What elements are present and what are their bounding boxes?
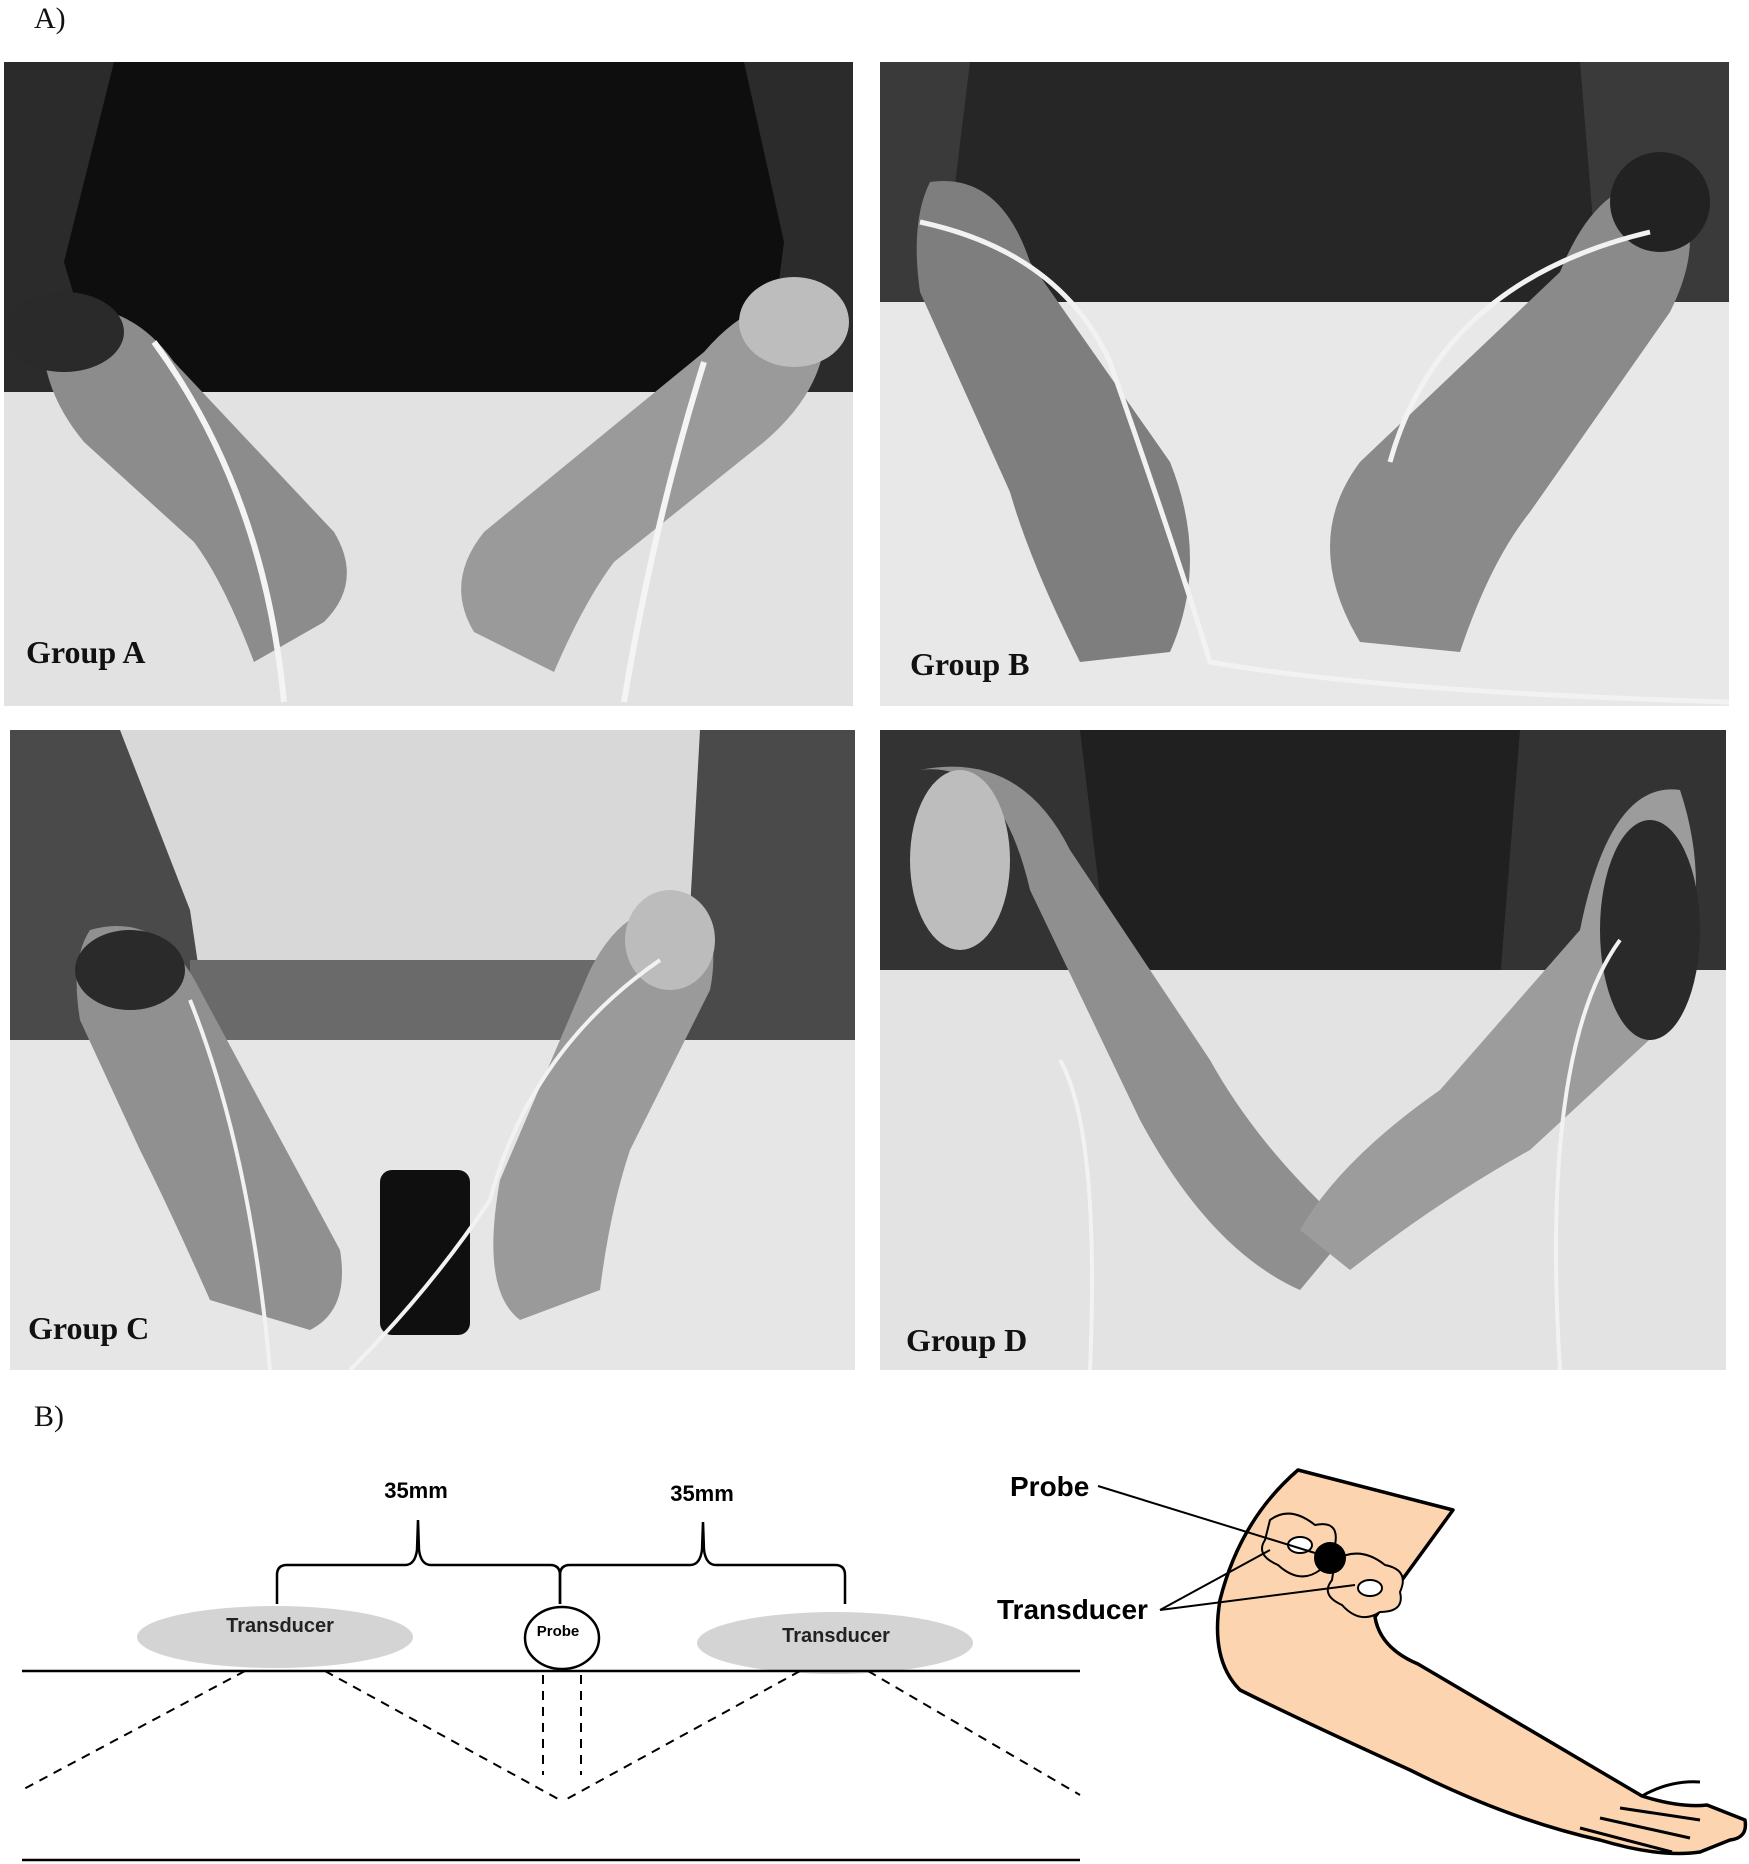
transducer-right-ellipse [697,1612,973,1674]
panel-a-label: A) [34,2,66,35]
panel-b-label: B) [34,1400,64,1433]
transducer-right-label: Transducer [782,1625,890,1647]
arm-probe-label: Probe [1010,1471,1089,1502]
electrode-placement-diagram: 35mm 35mm Transducer Transducer Probe [21,1468,1748,1862]
distance-brace-left [275,1519,562,1604]
photo-group-c [10,730,855,1370]
group-b-label: Group B [910,646,1030,682]
photo-group-b [880,62,1729,706]
probe-circle [523,1605,601,1671]
photo-group-a [4,62,853,706]
group-c-label: Group C [28,1310,150,1346]
current-paths [21,1670,1081,1801]
probe-dot [1314,1542,1346,1574]
arm-transducer-label: Transducer [997,1594,1148,1625]
group-a-label: Group A [26,634,146,670]
left-distance-label: 35mm [384,1478,448,1503]
group-d-label: Group D [906,1322,1028,1358]
transducer-left-label: Transducer [226,1615,334,1637]
probe-label: Probe [537,1623,580,1640]
distance-brace-right [558,1521,847,1604]
photo-group-d [880,730,1726,1370]
right-distance-label: 35mm [670,1481,734,1506]
transducer-left-ellipse [137,1606,413,1668]
arm-illustration [1097,1468,1748,1856]
